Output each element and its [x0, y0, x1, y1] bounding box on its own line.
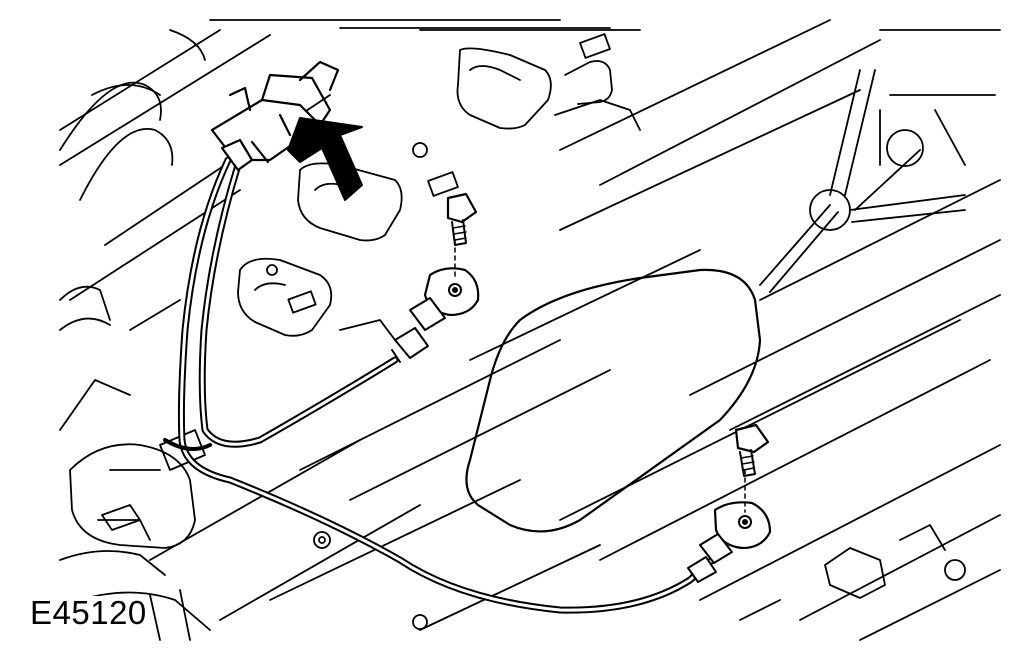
bolt-icon: [734, 423, 770, 477]
figure-code: E45120: [28, 594, 149, 631]
direction-arrow-icon: [287, 117, 363, 201]
bolt-icon: [446, 192, 478, 246]
wiring-harness: [163, 156, 716, 614]
electrical-connector: [210, 60, 340, 172]
knock-sensor-lower: [687, 469, 772, 583]
knock-sensor-upper: [391, 239, 480, 363]
